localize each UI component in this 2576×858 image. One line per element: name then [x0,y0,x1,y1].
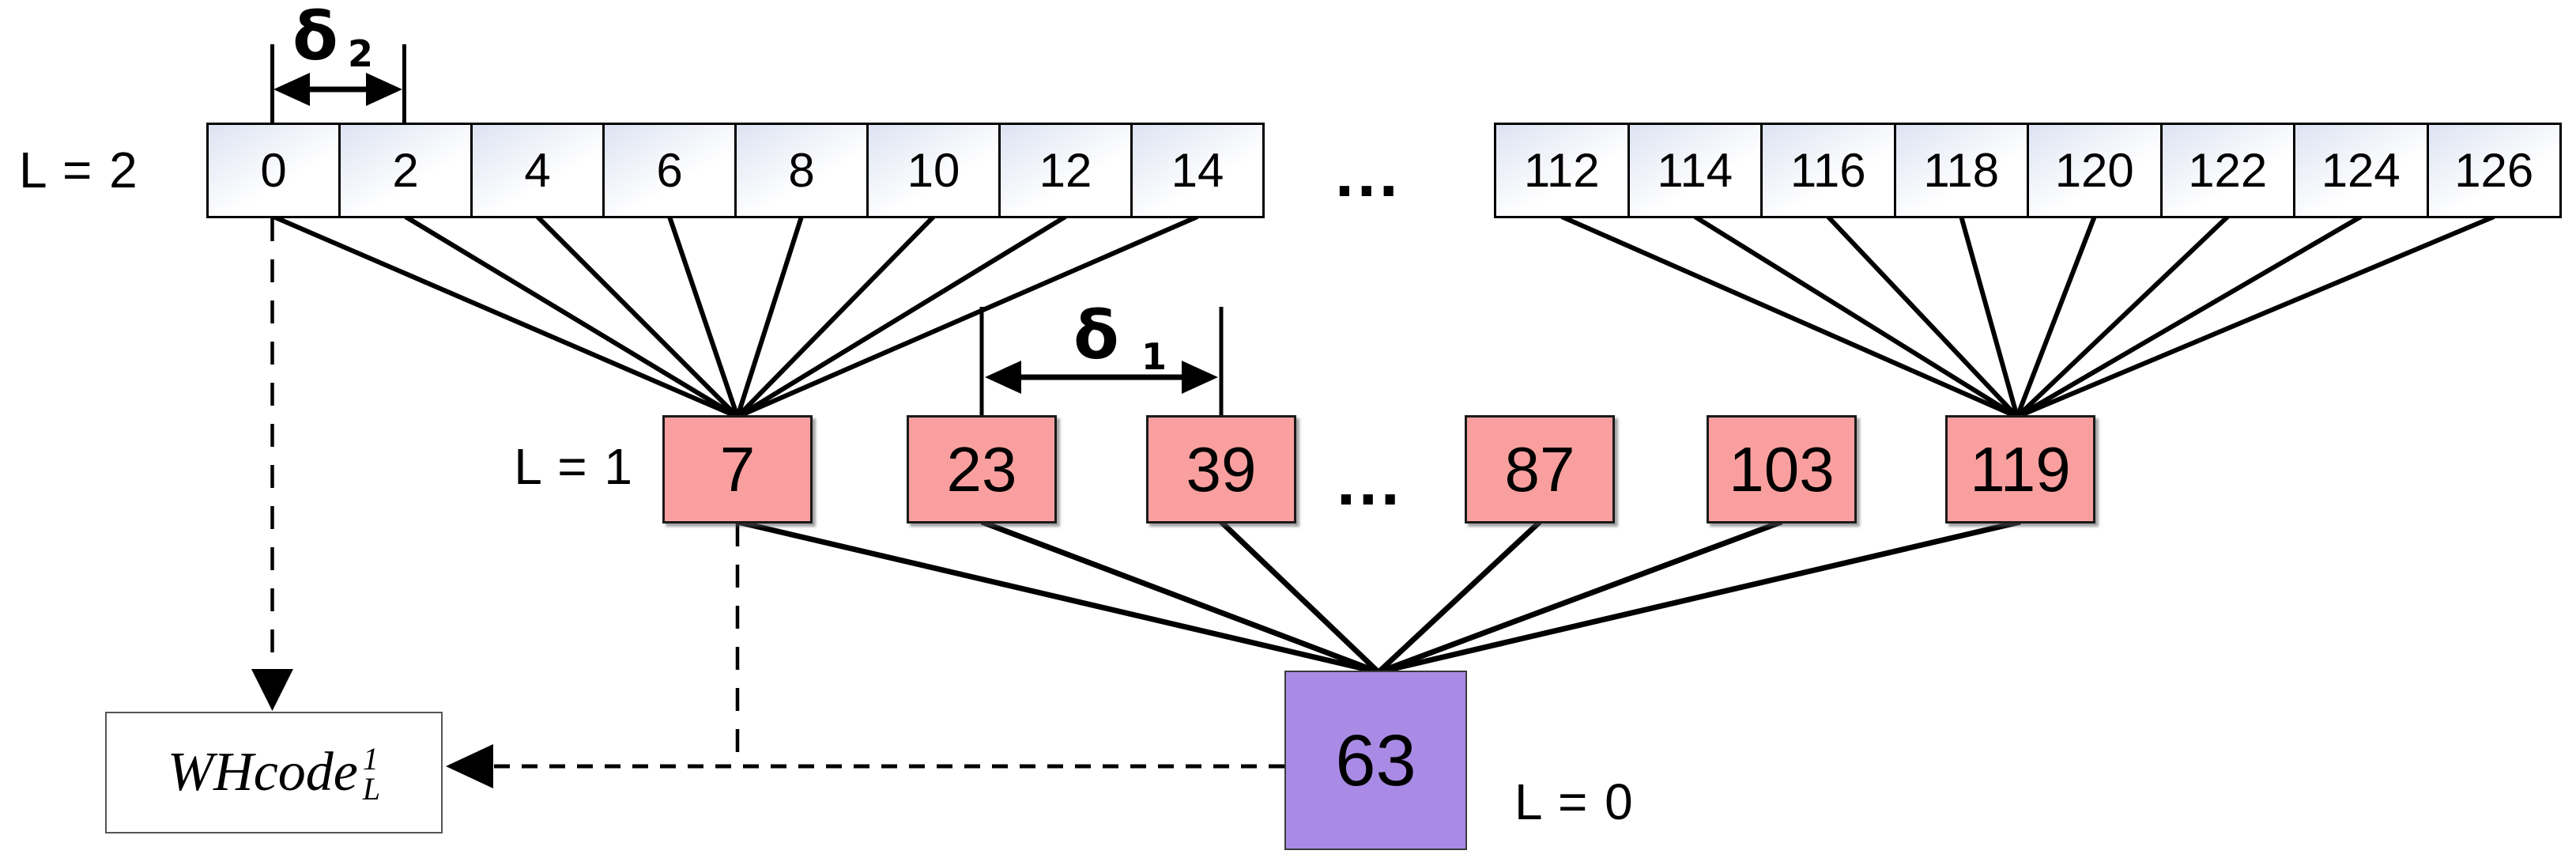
fan-line-l2-to-119 [1560,214,2019,419]
level2-cell: 118 [1893,123,2029,218]
level1-node: 103 [1707,415,1857,523]
fan-line-l2-to-7 [667,216,740,418]
delta1-symbol: δ [1073,297,1119,374]
level2-gap-ellipsis: ... [1335,135,1401,211]
level1-node: 23 [907,415,1057,523]
left-arrowhead-into-whcode [446,744,493,788]
level2-cell: 8 [734,123,869,218]
whcode-base: WHcode [167,742,358,803]
level2-cell: 122 [2159,123,2295,218]
level2-cell: 114 [1627,123,1763,218]
label-level-2: L = 2 [19,142,139,198]
level2-cell: 112 [1494,123,1630,218]
whcode-superscript: 1 [362,741,379,777]
fan-line-l2-to-119 [2015,215,2097,418]
fan-line-l2-to-119 [1826,214,2020,419]
level2-cell: 14 [1130,123,1265,218]
fan-line-l2-to-7 [272,214,739,419]
fan-line-l2-to-119 [2015,214,2230,419]
delta2-arrowhead-right [366,73,402,106]
delta1-arrowhead-right [1182,361,1218,394]
level1-node: 87 [1465,415,1615,523]
level2-cell: 116 [1760,123,1896,218]
level2-cell: 4 [470,123,605,218]
label-level-0: L = 0 [1514,773,1635,830]
fan-line-l1-to-63 [737,519,1379,675]
level0-node: 63 [1284,671,1467,850]
delta1-subscript: 1 [1141,335,1167,378]
whcode-subscript: L [362,771,381,807]
level2-cell: 6 [602,123,737,218]
level2-cell: 2 [338,123,473,218]
delta2-symbol: δ [292,0,338,75]
level2-cell: 0 [206,123,341,218]
fan-line-l2-to-119 [1959,216,2020,418]
fan-line-l1-to-63 [1376,520,1542,675]
delta2-subscript: 2 [348,32,374,75]
level1-node: 39 [1146,415,1296,523]
label-level-1: L = 1 [514,438,634,495]
fan-line-l2-to-119 [2016,214,2363,419]
fan-line-l2-to-7 [735,216,804,418]
level2-cell: 124 [2293,123,2429,218]
delta1-arrowhead-left [985,361,1021,394]
fan-line-l2-to-119 [2016,214,2495,419]
fan-line-l1-to-63 [1219,520,1381,675]
level2-cell: 120 [2027,123,2163,218]
level2-cell: 10 [866,123,1001,218]
level2-cell: 12 [998,123,1133,218]
down-arrowhead-into-whcode [251,669,293,711]
fan-line-l2-to-7 [535,214,740,419]
level1-gap-ellipsis: ... [1337,444,1403,520]
delta2-arrowhead-left [273,73,310,106]
fan-line-l2-to-7 [736,214,1199,419]
level1-node: 7 [662,415,813,523]
level2-cell: 126 [2426,123,2562,218]
fan-line-l1-to-63 [980,519,1380,675]
fan-line-l2-to-7 [735,214,936,419]
fan-line-l2-to-119 [1693,214,2019,419]
fan-line-l2-to-7 [736,214,1067,419]
fan-line-l2-to-7 [404,214,739,419]
fan-line-l1-to-63 [1378,519,2021,675]
level1-node: 119 [1945,415,2095,523]
fan-line-l1-to-63 [1377,519,1783,675]
